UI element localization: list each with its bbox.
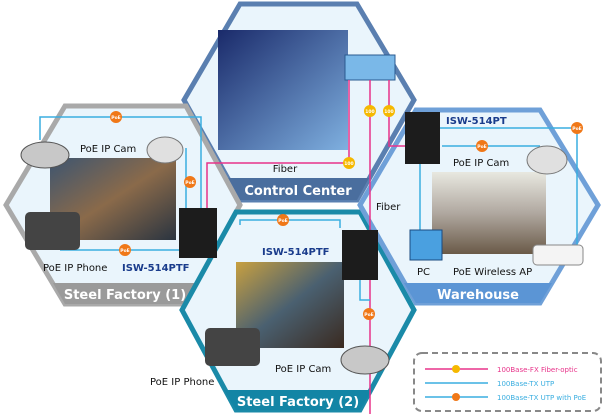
- legend-utp: 100Base-TX UTP: [497, 380, 554, 388]
- legend-utp-poe: 100Base-TX UTP with PoE: [497, 394, 586, 402]
- switch-isw-514ptf-2: [342, 230, 378, 280]
- wireless-ap-icon: [532, 244, 584, 266]
- svg-text:PoE: PoE: [185, 180, 194, 186]
- svg-text:PoE: PoE: [364, 312, 373, 318]
- svg-text:100: 100: [344, 161, 353, 167]
- fiber-link: [206, 80, 350, 215]
- zone-title: Control Center: [244, 184, 352, 199]
- fiber-badges: 100 100 100: [343, 105, 395, 169]
- svg-text:PoE: PoE: [572, 126, 581, 132]
- bullet-camera-icon: [20, 141, 70, 169]
- zone-title: Warehouse: [437, 288, 519, 303]
- ip-phone-icon: [25, 212, 80, 250]
- model-label: ISW-514PT: [446, 116, 507, 127]
- device-label: PC: [417, 267, 430, 278]
- svg-text:100: 100: [384, 109, 393, 115]
- poe-link: [239, 219, 341, 228]
- poe-badges: PoE PoE PoE PoE PoE PoE PoE: [110, 111, 583, 320]
- device-label: PoE IP Phone: [43, 263, 107, 274]
- fiber-link: [388, 80, 405, 147]
- device-label: PoE IP Cam: [275, 364, 331, 375]
- core-switch-icon: [344, 54, 396, 81]
- legend: 100Base-FX Fiber-optic 100Base-TX UTP 10…: [413, 352, 602, 412]
- svg-text:PoE: PoE: [477, 144, 486, 150]
- device-label: PoE IP Phone: [150, 377, 214, 388]
- switch-isw-514pt: [405, 112, 440, 164]
- model-label: ISW-514PTF: [262, 247, 330, 258]
- switch-isw-514ptf-1: [179, 208, 217, 258]
- fiber-label: Fiber: [273, 164, 298, 175]
- ip-phone-icon: [205, 328, 260, 366]
- control-room-image: [218, 30, 348, 150]
- svg-text:PoE: PoE: [111, 115, 120, 121]
- dome-camera-icon: [146, 136, 184, 164]
- pc-icon: [409, 229, 443, 261]
- legend-fiber: 100Base-FX Fiber-optic: [497, 366, 578, 374]
- svg-text:PoE: PoE: [278, 218, 287, 224]
- bullet-camera-icon: [340, 345, 390, 375]
- svg-text:100: 100: [365, 109, 374, 115]
- zone-control-center: Control Center: [181, 1, 417, 203]
- fiber-label: Fiber: [376, 202, 401, 213]
- svg-text:PoE: PoE: [120, 248, 129, 254]
- zone-title: Steel Factory (2): [237, 395, 359, 410]
- model-label: ISW-514PTF: [122, 263, 190, 274]
- dome-camera-icon: [526, 145, 568, 175]
- zone-title: Steel Factory (1): [64, 288, 186, 303]
- device-label: PoE IP Cam: [80, 144, 136, 155]
- device-label: PoE Wireless AP: [453, 267, 532, 278]
- device-label: PoE IP Cam: [453, 158, 509, 169]
- warehouse-photo: [432, 172, 546, 254]
